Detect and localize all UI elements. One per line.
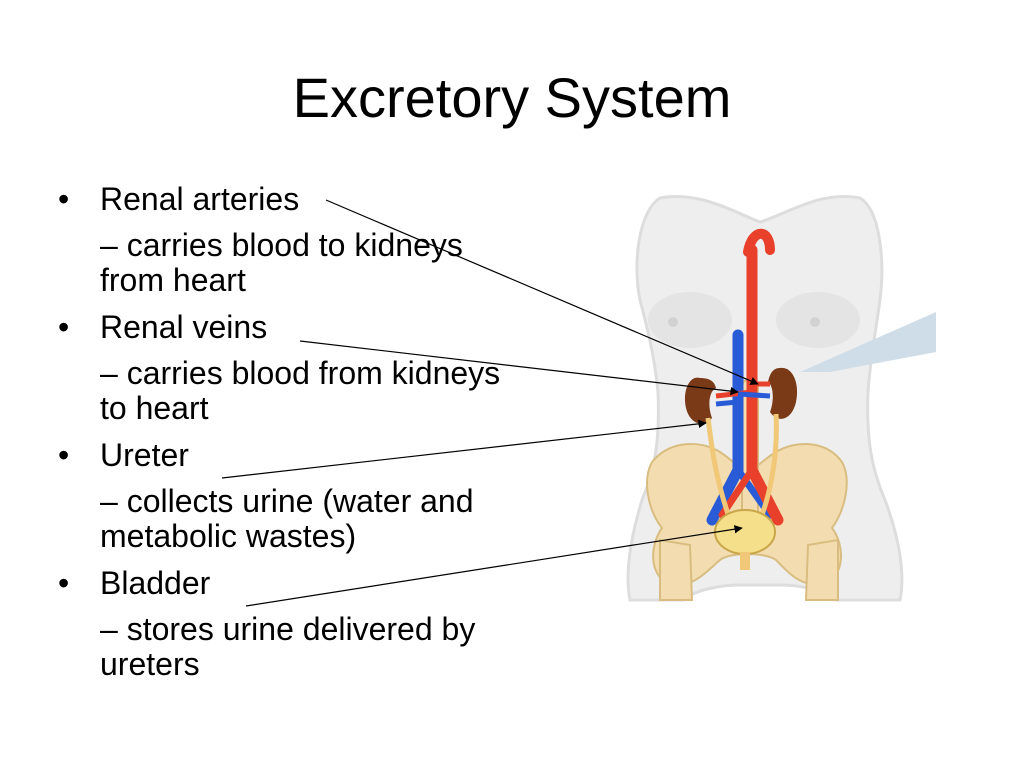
spine <box>741 379 759 531</box>
renal-vein-left <box>715 399 739 407</box>
bladder <box>714 509 776 555</box>
list-item-bladder: • Bladder – stores urine delivered by ur… <box>58 564 528 682</box>
aortic-arch <box>743 228 775 257</box>
bullet-dot: • <box>58 181 70 217</box>
list-item-renal-arteries: • Renal arteries – carries blood to kidn… <box>58 180 528 298</box>
right-femur <box>804 538 839 601</box>
bullet-dot: • <box>58 437 70 473</box>
iliac-vein-right <box>734 466 774 519</box>
item-detail: – carries blood from kidneys to heart <box>100 355 501 426</box>
bullet-dot: • <box>58 309 70 345</box>
renal-artery-left <box>715 389 753 399</box>
right-nipple <box>810 317 820 327</box>
item-detail: – collects urine (water and metabolic wa… <box>100 483 474 554</box>
left-breast <box>648 292 732 348</box>
item-detail: – stores urine delivered by ureters <box>100 611 476 682</box>
right-breast <box>776 292 860 348</box>
slide-title: Excretory System <box>292 66 732 129</box>
vena-cava <box>706 329 744 526</box>
item-detail: – carries blood to kidneys from heart <box>100 227 463 298</box>
list-item-ureter: • Ureter – collects urine (water and met… <box>58 436 528 554</box>
right-ureter <box>757 413 779 521</box>
left-nipple <box>668 317 678 327</box>
pelvis <box>646 442 848 587</box>
torso-silhouette <box>626 195 904 602</box>
iliac-artery-left <box>718 466 756 519</box>
item-heading: Ureter <box>100 437 189 473</box>
item-heading: Bladder <box>100 565 211 601</box>
side-shading <box>800 312 936 372</box>
left-kidney <box>684 377 716 424</box>
bullet-list: • Renal arteries – carries blood to kidn… <box>58 180 528 692</box>
item-heading: Renal veins <box>100 309 268 345</box>
left-ureter <box>705 417 733 521</box>
bullet-dot: • <box>58 565 70 601</box>
left-femur <box>659 538 694 601</box>
list-item-renal-veins: • Renal veins – carries blood from kidne… <box>58 308 528 426</box>
item-heading: Renal arteries <box>100 181 300 217</box>
renal-vein-right <box>737 391 771 399</box>
right-kidney <box>768 367 798 419</box>
aorta <box>746 244 784 526</box>
urethra <box>740 552 750 570</box>
